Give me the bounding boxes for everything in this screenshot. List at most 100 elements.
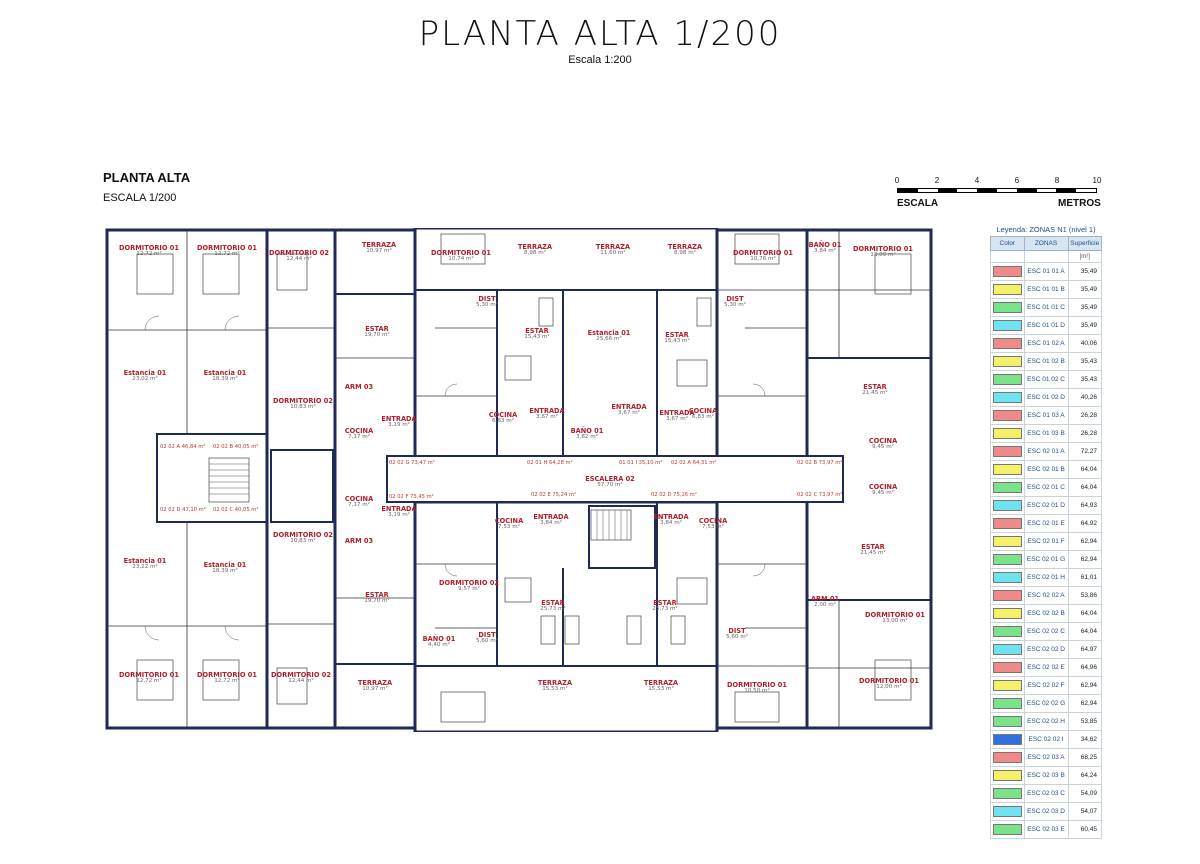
legend-color-swatch <box>992 266 1022 277</box>
legend-zone: ESC 02 02 B <box>1023 604 1069 623</box>
legend-unit: [m²] <box>1067 250 1103 263</box>
legend-swatch-cell <box>990 820 1025 839</box>
legend-area: 35,49 <box>1067 280 1103 299</box>
legend-area: 40,06 <box>1067 334 1103 353</box>
legend-swatch-cell <box>990 442 1025 461</box>
legend-swatch-cell <box>990 478 1025 497</box>
legend-zone: ESC 01 02 C <box>1023 370 1069 389</box>
legend-swatch-cell <box>990 802 1025 821</box>
legend-swatch-cell <box>990 586 1025 605</box>
legend-color-swatch <box>992 806 1022 817</box>
legend-zone: ESC 01 01 B <box>1023 280 1069 299</box>
legend-color-swatch <box>992 608 1022 619</box>
legend-color-swatch <box>992 392 1022 403</box>
legend-color-swatch <box>992 716 1022 727</box>
legend-color-swatch <box>992 302 1022 313</box>
legend-area: 64,97 <box>1067 640 1103 659</box>
zone-area-tag: 02 02 B 73,97 m² <box>797 460 843 466</box>
scale-left-label: ESCALA <box>897 198 939 209</box>
legend-zone: ESC 01 03 B <box>1023 424 1069 443</box>
legend-swatch-cell <box>990 568 1025 587</box>
legend-zone: ESC 02 01 E <box>1023 514 1069 533</box>
legend-swatch-cell <box>990 550 1025 569</box>
legend-color-swatch <box>992 518 1022 529</box>
zone-area-tag: 02 02 A 46,84 m² <box>160 444 206 450</box>
page-title: PLANTA ALTA 1/200 <box>418 14 782 54</box>
legend-zone: ESC 02 01 C <box>1023 478 1069 497</box>
legend-zone: ESC 02 02 G <box>1023 694 1069 713</box>
scale-bar: 0 2 4 6 8 10 ESCALA METROS <box>890 176 1106 212</box>
legend-unit-row: [m²] <box>990 250 1103 263</box>
legend-swatch-cell <box>990 532 1025 551</box>
legend-area: 64,04 <box>1067 478 1103 497</box>
legend-color-swatch <box>992 338 1022 349</box>
legend-color-swatch <box>992 662 1022 673</box>
legend-zone: ESC 02 03 C <box>1023 784 1069 803</box>
legend-color-swatch <box>992 374 1022 385</box>
legend-swatch-cell <box>990 334 1025 353</box>
legend-color-swatch <box>992 554 1022 565</box>
legend-area: 26,28 <box>1067 406 1103 425</box>
legend-zone: ESC 01 01 D <box>1023 316 1069 335</box>
zone-area-tag: 02 02 G 73,47 m² <box>389 460 435 466</box>
legend-swatch-cell <box>990 424 1025 443</box>
scale-right-label: METROS <box>1058 198 1101 209</box>
legend-zone: ESC 02 01 A <box>1023 442 1069 461</box>
legend-swatch-cell <box>990 622 1025 641</box>
legend-area: 26,28 <box>1067 424 1103 443</box>
legend-area: 64,04 <box>1067 622 1103 641</box>
legend-area: 35,43 <box>1067 352 1103 371</box>
legend-swatch-cell <box>990 262 1025 281</box>
legend-color-swatch <box>992 788 1022 799</box>
legend-area: 62,94 <box>1067 694 1103 713</box>
legend-swatch-cell <box>990 730 1025 749</box>
legend-swatch-cell <box>990 388 1025 407</box>
room-label: ARM 03 <box>344 383 374 391</box>
legend-color-swatch <box>992 428 1022 439</box>
legend-zone: ESC 02 02 H <box>1023 712 1069 731</box>
legend-swatch-cell <box>990 514 1025 533</box>
legend-zone: ESC 01 02 B <box>1023 352 1069 371</box>
legend-color-swatch <box>992 644 1022 655</box>
legend-color-swatch <box>992 770 1022 781</box>
